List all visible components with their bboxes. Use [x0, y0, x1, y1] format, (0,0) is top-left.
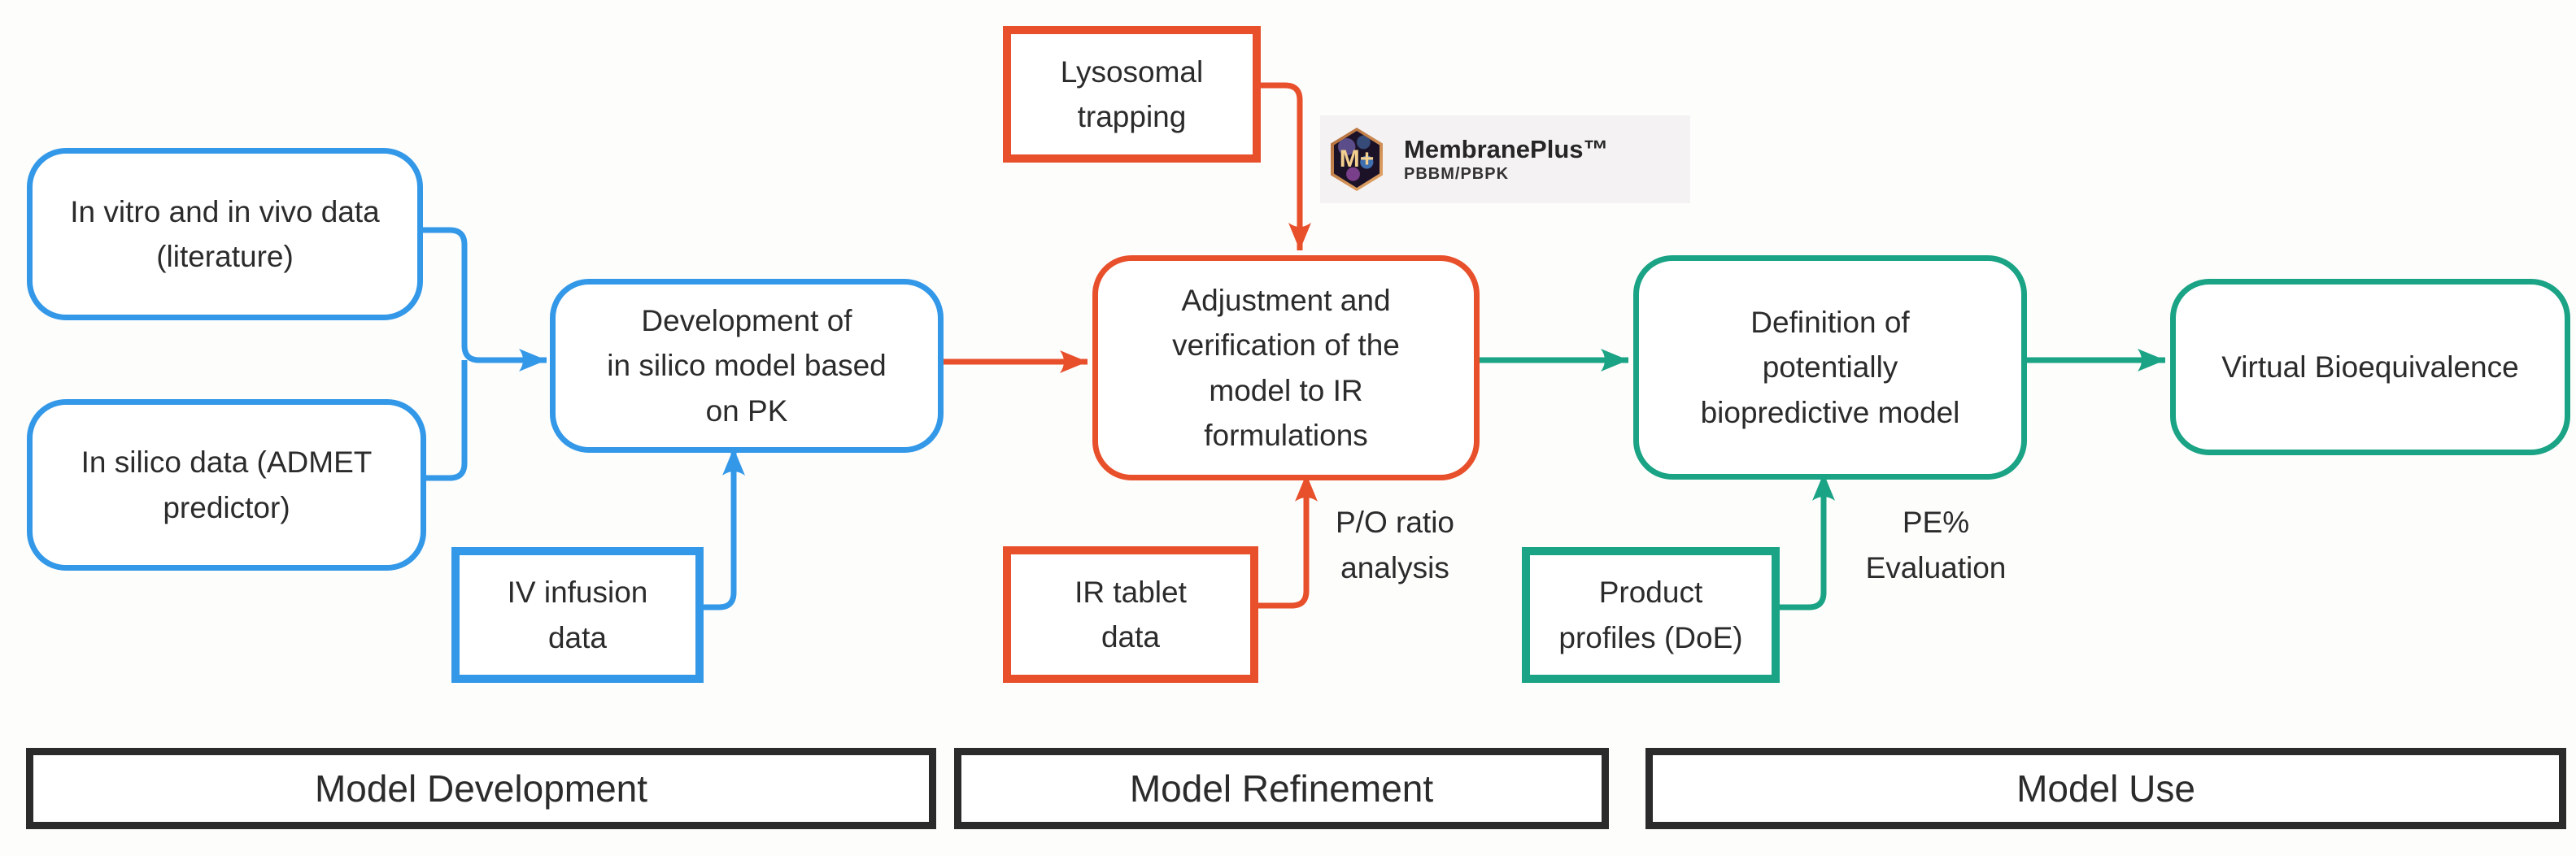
membraneplus-hexagon-icon: M+: [1331, 128, 1383, 191]
connector-insilico-to-development: [415, 360, 468, 481]
stage-model-development: Model Development: [26, 748, 936, 829]
membraneplus-logo-text: MembranePlus™ PBBM/PBPK: [1404, 134, 1609, 184]
connector-product-profiles-to-definition: [1763, 473, 1835, 610]
node-in-silico-data: In silico data (ADMET predictor): [27, 399, 426, 571]
node-in-vitro-in-vivo-data: In vitro and in vivo data (literature): [27, 148, 423, 320]
connector-lysosomal-to-adjustment: [1244, 82, 1311, 250]
node-adjustment-verification: Adjustment and verification of the model…: [1092, 255, 1480, 480]
connector-ir-tablet-to-adjustment: [1242, 474, 1318, 609]
node-virtual-bioequivalence: Virtual Bioequivalence: [2170, 279, 2570, 455]
connector-iv-infusion-to-development: [687, 448, 745, 610]
membraneplus-title: MembranePlus™: [1404, 134, 1609, 163]
node-lysosomal-trapping: Lysosomal trapping: [1003, 26, 1261, 163]
membraneplus-badge: M+: [1334, 131, 1380, 188]
node-ir-tablet-data: IR tablet data: [1003, 546, 1258, 683]
stage-model-use: Model Use: [1645, 748, 2566, 829]
node-development-of-in-silico-model: Development of in silico model based on …: [550, 279, 944, 453]
stage-model-refinement: Model Refinement: [954, 748, 1609, 829]
annotation-po-ratio-analysis: P/O ratio analysis: [1336, 506, 1454, 584]
node-product-profiles-doe: Product profiles (DoE): [1522, 547, 1780, 683]
node-iv-infusion-data: IV infusion data: [451, 547, 704, 683]
membraneplus-logo: M+ MembranePlus™ PBBM/PBPK: [1320, 115, 1690, 203]
membraneplus-subtitle: PBBM/PBPK: [1404, 165, 1510, 184]
annotation-pe-evaluation: PE% Evaluation: [1865, 506, 2007, 584]
node-definition-biopredictive-model: Definition of potentially biopredictive …: [1633, 255, 2027, 480]
connector-invitro-to-development: [412, 227, 547, 372]
